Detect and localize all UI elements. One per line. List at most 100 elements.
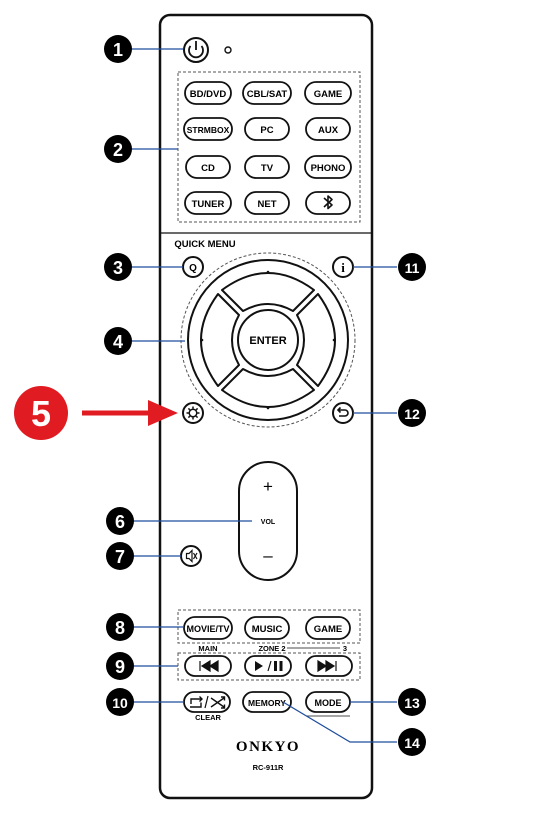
repeat-shuffle-slash bbox=[204, 695, 209, 709]
info-icon: i bbox=[341, 260, 345, 275]
return-icon bbox=[336, 406, 349, 417]
input-button-label: CBL/SAT bbox=[247, 89, 288, 100]
memory-label: MEMORY bbox=[248, 698, 286, 708]
highlight-arrow bbox=[82, 400, 178, 426]
callout-13: 13 bbox=[398, 688, 426, 716]
zone-2-label: ZONE 2 bbox=[258, 644, 285, 653]
input-button-strmbox[interactable]: STRMBOX bbox=[183, 117, 233, 141]
mute-icon bbox=[185, 549, 198, 563]
play-icon bbox=[255, 661, 263, 671]
input-button-label: TV bbox=[261, 163, 274, 174]
repeat-icon bbox=[190, 696, 203, 708]
memory-button[interactable]: MEMORY bbox=[242, 691, 292, 713]
shuffle-icon bbox=[210, 696, 226, 709]
mode-button-music[interactable]: MUSIC bbox=[244, 616, 290, 640]
enter-button[interactable]: ENTER bbox=[237, 309, 299, 371]
input-button-bluetooth[interactable] bbox=[305, 191, 351, 215]
volume-up-label: + bbox=[263, 477, 273, 496]
svg-text:4: 4 bbox=[113, 332, 123, 352]
input-selector-group bbox=[177, 71, 361, 223]
mode-label: MODE bbox=[315, 698, 342, 708]
input-button-label: NET bbox=[258, 199, 277, 210]
dpad-dashed-ring bbox=[180, 252, 356, 428]
callout-10: 10 bbox=[106, 688, 134, 716]
input-button-label: CD bbox=[201, 163, 215, 174]
callout-5-label: 5 bbox=[31, 393, 51, 434]
mode-button-game[interactable]: GAME bbox=[305, 616, 351, 640]
info-button[interactable]: i bbox=[332, 256, 354, 278]
input-button-cbl-sat[interactable]: CBL/SAT bbox=[242, 81, 292, 105]
input-button-aux[interactable]: AUX bbox=[305, 117, 351, 141]
volume-rocker[interactable]: + VOL – bbox=[238, 461, 298, 581]
callout-9: 9 bbox=[106, 652, 134, 680]
input-button-net[interactable]: NET bbox=[244, 191, 290, 215]
repeat-shuffle-button[interactable] bbox=[183, 691, 231, 713]
power-button[interactable] bbox=[183, 37, 209, 63]
pause-icon bbox=[274, 661, 283, 671]
leader-lines bbox=[132, 48, 397, 743]
brand-logo: ONKYO bbox=[236, 739, 300, 755]
bluetooth-icon bbox=[323, 195, 333, 210]
gear-icon bbox=[186, 406, 200, 420]
input-button-phono[interactable]: PHONO bbox=[304, 155, 352, 179]
input-button-bd-dvd[interactable]: BD/DVD bbox=[184, 81, 232, 105]
input-buttons: BD/DVD CBL/SAT GAME STRMBOX PC AUX CD bbox=[183, 81, 352, 215]
svg-text:3: 3 bbox=[113, 258, 123, 278]
model-label: RC-911R bbox=[253, 763, 284, 772]
callout-4: 4 bbox=[104, 327, 132, 355]
svg-text:10: 10 bbox=[112, 695, 128, 711]
status-led-icon bbox=[224, 46, 232, 54]
input-button-label: STRMBOX bbox=[187, 125, 230, 135]
dpad-left-button[interactable] bbox=[200, 293, 240, 387]
svg-text:7: 7 bbox=[115, 547, 125, 567]
dpad-up-button[interactable] bbox=[221, 270, 315, 312]
callout-5-highlight: 5 bbox=[14, 386, 68, 440]
previous-track-button[interactable] bbox=[184, 655, 232, 677]
callout-2: 2 bbox=[104, 135, 132, 163]
input-button-pc[interactable]: PC bbox=[244, 117, 290, 141]
volume-down-label: – bbox=[263, 546, 273, 565]
listening-mode-group bbox=[177, 609, 361, 644]
svg-text:8: 8 bbox=[115, 618, 125, 638]
input-button-label: BD/DVD bbox=[190, 89, 227, 100]
mode-button[interactable]: MODE bbox=[305, 691, 351, 713]
callout-7: 7 bbox=[106, 542, 134, 570]
callout-6: 6 bbox=[106, 507, 134, 535]
callout-8: 8 bbox=[106, 613, 134, 641]
input-button-label: AUX bbox=[318, 125, 339, 136]
setup-button[interactable] bbox=[182, 402, 204, 424]
svg-text:9: 9 bbox=[115, 657, 125, 677]
quick-menu-button[interactable]: Q bbox=[182, 256, 204, 278]
input-button-game[interactable]: GAME bbox=[304, 81, 352, 105]
svg-text:14: 14 bbox=[404, 735, 420, 751]
play-pause-button[interactable] bbox=[244, 655, 292, 677]
input-button-tuner[interactable]: TUNER bbox=[184, 191, 232, 215]
callout-1: ❶1 bbox=[104, 35, 132, 63]
callout-3: 3 bbox=[104, 253, 132, 281]
input-button-label: PHONO bbox=[311, 163, 346, 174]
transport-group bbox=[177, 652, 361, 681]
dpad-down-button[interactable] bbox=[221, 368, 315, 410]
dpad-right-button[interactable] bbox=[296, 293, 336, 387]
callout-11: 11 bbox=[398, 253, 426, 281]
input-button-label: TUNER bbox=[192, 199, 225, 210]
return-button[interactable] bbox=[332, 402, 354, 424]
mode-button-movie-tv[interactable]: MOVIE/TV bbox=[183, 616, 233, 640]
callout-12: 12 bbox=[398, 399, 426, 427]
input-button-tv[interactable]: TV bbox=[244, 155, 290, 179]
callouts: ❶1 2 3 4 5 6 7 8 9 10 11 12 13 14 bbox=[14, 35, 426, 756]
clear-label: CLEAR bbox=[195, 713, 221, 722]
input-button-label: GAME bbox=[314, 89, 343, 100]
svg-text:12: 12 bbox=[404, 406, 420, 422]
enter-label: ENTER bbox=[249, 335, 286, 347]
quick-menu-icon: Q bbox=[189, 263, 197, 274]
mute-button[interactable] bbox=[180, 545, 202, 567]
mode-button-label: GAME bbox=[314, 624, 343, 635]
skip-back-icon bbox=[199, 659, 219, 673]
volume-label: VOL bbox=[261, 519, 276, 526]
input-button-cd[interactable]: CD bbox=[185, 155, 231, 179]
svg-text:1: 1 bbox=[113, 40, 123, 60]
next-track-button[interactable] bbox=[305, 655, 353, 677]
svg-text:11: 11 bbox=[405, 260, 420, 276]
